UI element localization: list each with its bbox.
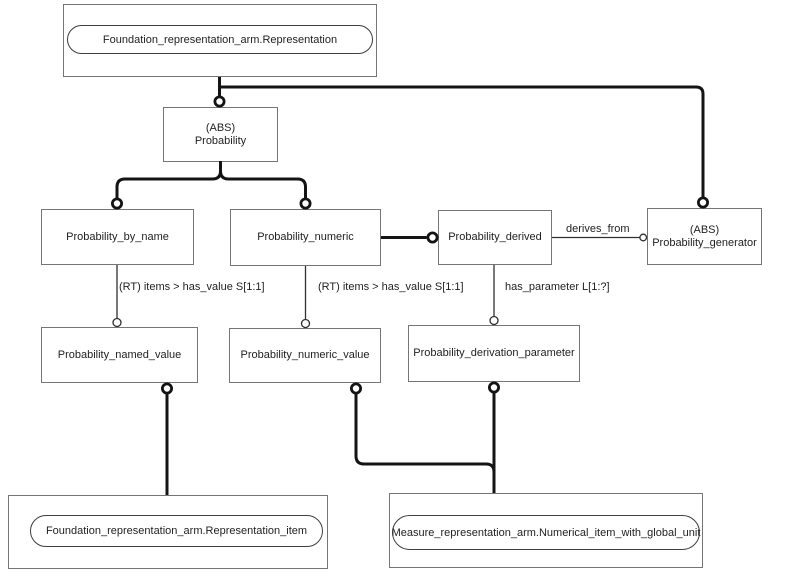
node-probability-label: Probability [194,134,247,147]
node-probability-generator-label: Probability_generator [652,236,757,249]
node-probability-derivation-parameter: Probability_derivation_parameter [408,325,580,382]
edge-label-by-name-has-value: (RT) items > has_value S[1:1] [119,281,265,293]
node-probability-by-name: Probability_by_name [41,209,194,265]
edge-representation-generator [218,85,705,198]
circle-derivation-parameter-top [489,315,499,326]
circle-named-value-top [112,317,122,328]
circle-numeric-top [299,197,312,210]
node-probability: (ABS) Probability [163,107,278,162]
edge-label-derived-has-parameter: has_parameter L[1:?] [505,281,610,293]
edge-numeric-value-numerical-item [354,393,496,493]
node-probability-derived: Probability_derived [438,210,552,265]
circle-by-name-top [111,197,124,210]
node-numerical-item-label: Measure_representation_arm.Numerical_ite… [391,526,701,539]
circle-generator-left [639,233,648,242]
circle-numeric-value-bottom [349,382,362,395]
node-probability-derived-label: Probability_derived [448,231,542,243]
edge-probability-by-name [115,161,222,199]
node-probability-by-name-label: Probability_by_name [66,230,169,243]
node-probability-numeric-value-label: Probability_numeric_value [240,349,370,361]
circle-numeric-value-top [300,318,311,329]
circle-derivation-parameter-bottom [487,381,500,394]
edge-label-numeric-has-value: (RT) items > has_value S[1:1] [318,281,464,293]
node-probability-numeric-value: Probability_numeric_value [229,328,381,383]
node-representation-item-label: Foundation_representation_arm.Representa… [45,525,308,537]
circle-probability-top [213,95,226,108]
edge-probability-numeric [219,161,307,199]
node-probability-named-value: Probability_named_value [41,327,198,383]
node-numerical-item: Measure_representation_arm.Numerical_ite… [389,493,703,568]
node-probability-numeric: Probability_numeric [230,209,381,266]
node-probability-generator: (ABS) Probability_generator [647,208,762,265]
node-representation-label: Foundation_representation_arm.Representa… [102,33,338,46]
node-representation-stadium: Foundation_representation_arm.Representa… [67,25,373,54]
node-probability-stereotype: (ABS) [205,121,236,134]
circle-named-value-bottom [160,382,173,395]
node-probability-named-value-label: Probability_named_value [57,348,182,361]
circle-derived-left [426,231,439,244]
node-representation-item-stadium: Foundation_representation_arm.Representa… [30,515,323,547]
node-representation: Foundation_representation_arm.Representa… [63,4,377,77]
node-numerical-item-stadium: Measure_representation_arm.Numerical_ite… [392,515,700,550]
node-probability-derivation-parameter-label: Probability_derivation_parameter [413,347,575,359]
circle-generator-top [697,196,710,209]
node-probability-numeric-label: Probability_numeric [257,231,354,243]
edge-label-derives-from: derives_from [566,223,630,235]
node-representation-item: Foundation_representation_arm.Representa… [8,495,328,569]
node-probability-generator-stereotype: (ABS) [689,223,720,236]
